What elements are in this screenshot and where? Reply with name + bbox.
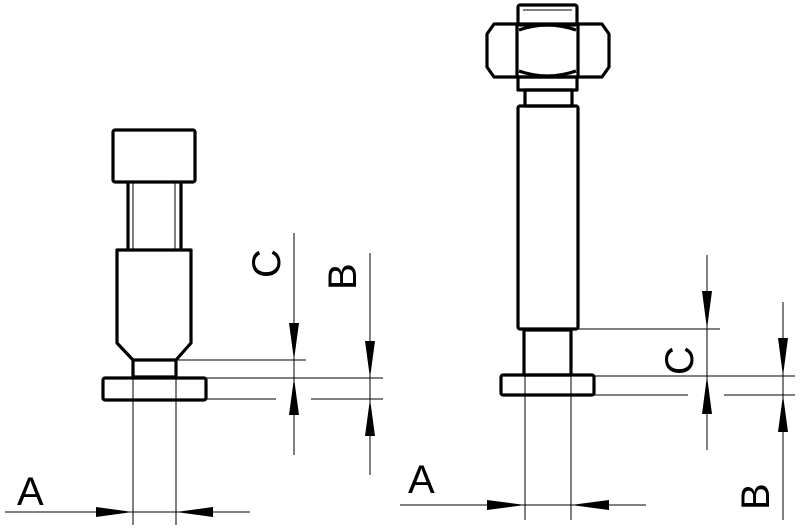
left-flange — [101, 376, 208, 402]
right-label-a: A — [408, 458, 435, 502]
right-label-c: C — [658, 346, 702, 375]
left-label-b: B — [321, 263, 365, 290]
arrow-up-icon — [289, 378, 299, 415]
right-bolt-part — [485, 3, 611, 397]
right-dimensions: A C B — [400, 255, 795, 520]
left-pin-part — [101, 128, 208, 402]
left-dimensions: A C B — [5, 233, 383, 525]
arrow-down-icon — [289, 323, 299, 360]
arrow-down-icon — [702, 291, 712, 329]
arrow-down-icon — [778, 338, 788, 376]
right-thread-top — [516, 3, 579, 27]
arrow-up-icon — [365, 399, 375, 436]
arrow-left-icon — [176, 507, 213, 517]
right-upper-neck — [523, 88, 574, 108]
left-label-a: A — [17, 470, 44, 514]
left-head — [111, 128, 197, 184]
arrow-right-icon — [96, 507, 133, 517]
left-neck — [126, 183, 183, 249]
arrow-up-icon — [702, 376, 712, 414]
arrow-down-icon — [365, 341, 375, 378]
right-lower-neck — [522, 328, 573, 377]
arrow-up-icon — [778, 395, 788, 432]
right-hex-nut — [485, 22, 611, 79]
arrow-right-icon — [487, 500, 525, 510]
right-thread-bottom — [516, 75, 579, 92]
right-flange — [499, 373, 596, 397]
right-label-b: B — [734, 483, 778, 510]
left-body — [115, 248, 193, 379]
arrow-left-icon — [571, 500, 609, 510]
left-label-c: C — [245, 249, 289, 278]
right-shaft — [516, 104, 580, 331]
